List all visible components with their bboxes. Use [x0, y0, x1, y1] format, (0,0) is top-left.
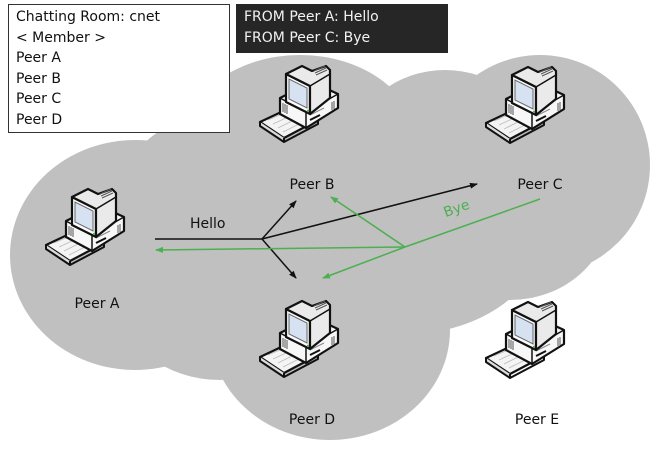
hello-arrow-to-b — [261, 200, 297, 240]
message-item: FROM Peer C: Bye — [244, 30, 371, 46]
peer-e-label: Peer E — [514, 412, 560, 428]
message-log-panel: FROM Peer A: Hello FROM Peer C: Bye — [236, 4, 448, 53]
member-item: Peer A — [16, 50, 61, 66]
bye-arrow-to-b — [330, 196, 406, 248]
member-item: Peer D — [16, 111, 63, 128]
members-header: < Member > — [16, 29, 106, 46]
peer-c-label: Peer C — [517, 177, 563, 193]
bye-broadcast — [155, 196, 541, 279]
bye-arrow-to-d — [322, 246, 406, 279]
hello-arrow-to-c — [261, 182, 478, 240]
hello-arrow-to-d — [261, 238, 297, 279]
peer-a-label: Peer A — [74, 296, 120, 312]
bye-arrow-to-a — [155, 246, 406, 253]
chat-room-title: Chatting Room: cnet — [16, 9, 161, 25]
bye-line-from-c — [404, 198, 541, 248]
message-item: FROM Peer A: Hello — [244, 9, 379, 25]
peer-d-label: Peer D — [288, 412, 336, 428]
peer-b-label: Peer B — [289, 177, 335, 193]
chat-room-panel: Chatting Room: cnet < Member > Peer A Pe… — [8, 4, 230, 133]
hello-label: Hello — [190, 216, 226, 232]
member-item: Peer B — [16, 70, 61, 87]
peer-e-computer-icon[interactable] — [484, 300, 566, 380]
hello-broadcast — [155, 182, 478, 279]
network-cloud — [10, 55, 650, 440]
member-item: Peer C — [16, 91, 62, 107]
